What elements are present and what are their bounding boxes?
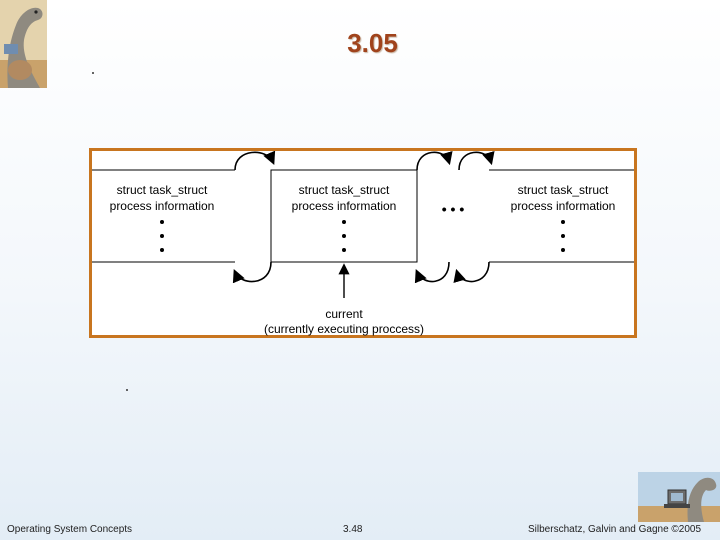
node-box-2 [270,169,418,263]
stray-mark [126,389,128,391]
stray-mark [92,72,94,74]
footer-copyright: Silberschatz, Galvin and Gagne ©2005 [528,524,702,535]
node-2-dots [342,220,346,252]
footer-page-number: 3.48 [343,524,363,535]
current-sublabel: (currently executing proccess) [264,322,424,336]
diagram-frame [89,148,637,338]
current-label: current [325,307,363,321]
ellipsis: • • • [442,201,465,217]
next-arrows [234,150,495,171]
dinosaur-logo-icon [0,0,47,88]
node-1-dots [160,220,164,252]
footer-course: Operating System Concepts [7,524,133,535]
slide-title: 3.05 [347,28,398,58]
prev-arrows [232,261,490,284]
node-1-line1: struct task_struct [117,183,208,197]
process-list-diagram: struct task_struct process information s… [89,148,637,338]
node-3-dots [561,220,565,252]
node-box-3 [489,169,634,263]
dinosaur-computer-logo-icon [638,472,720,522]
node-box-1 [92,169,235,263]
node-3-line1: struct task_struct [518,183,609,197]
node-2-line2: process information [292,199,397,213]
node-3-line2: process information [511,199,616,213]
node-2-line1: struct task_struct [299,183,390,197]
node-1-line2: process information [110,199,215,213]
